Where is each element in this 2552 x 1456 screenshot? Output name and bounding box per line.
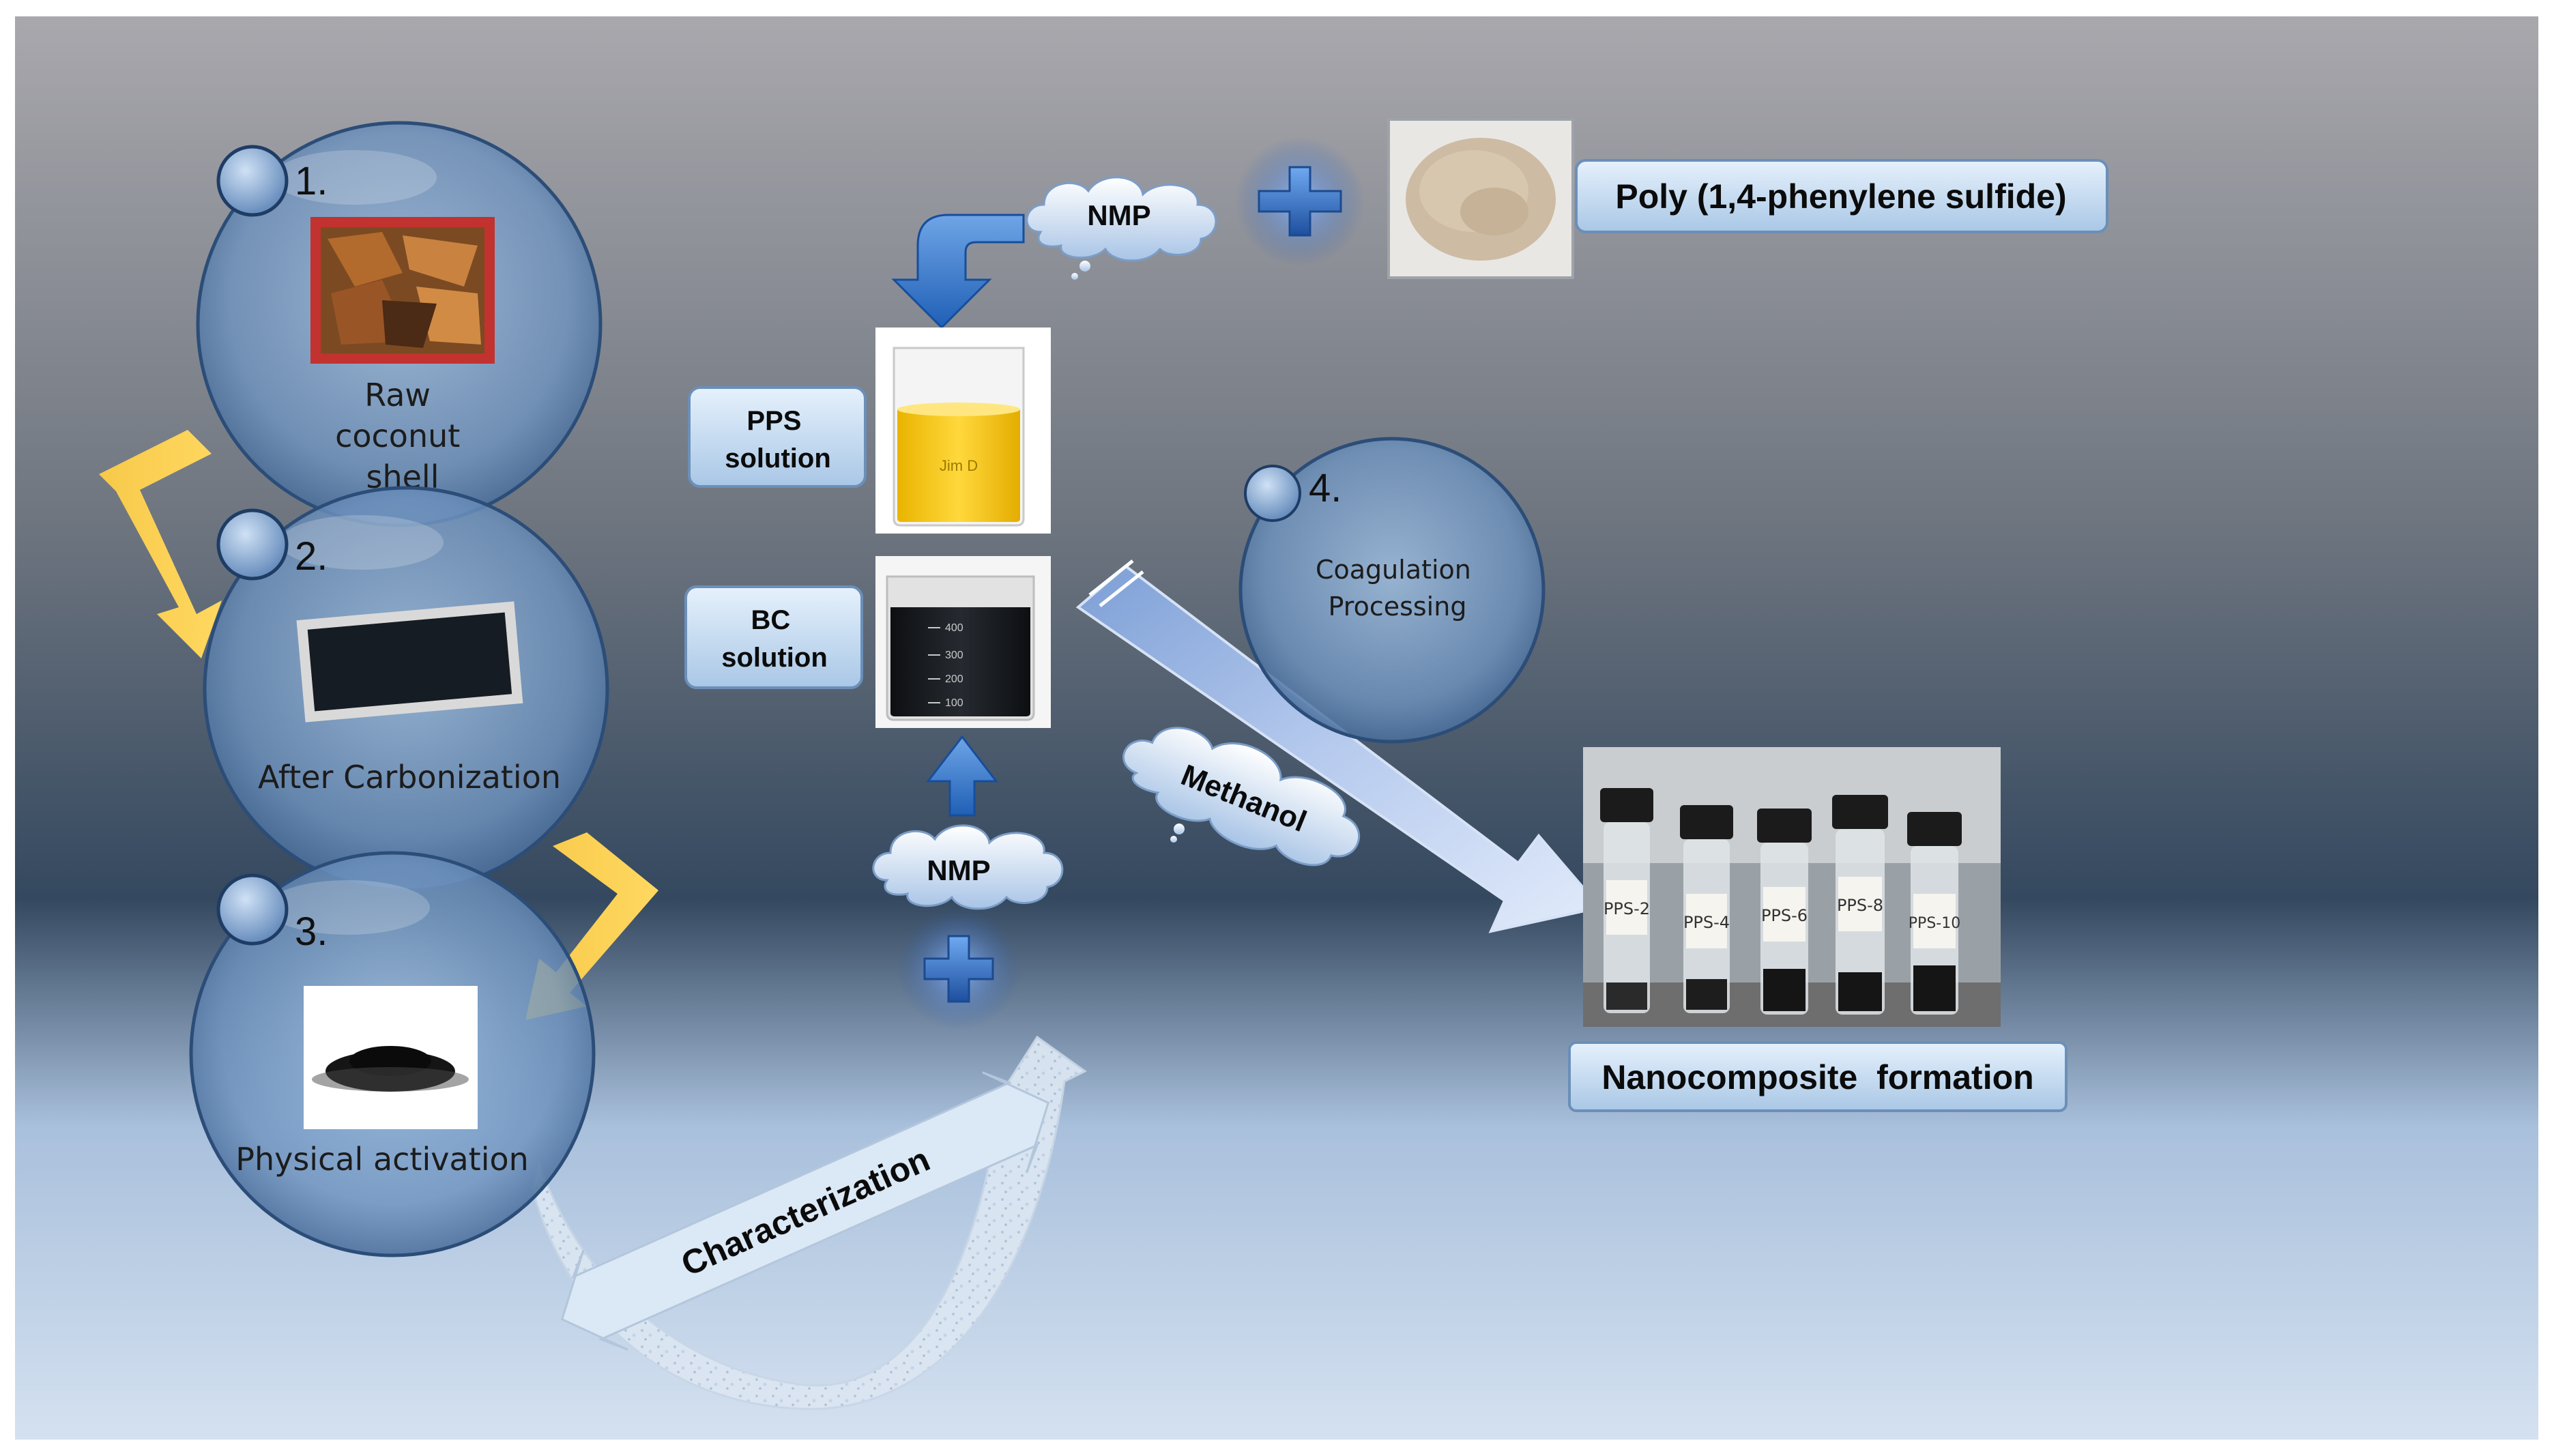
- plus-icon-bottom: [897, 907, 1020, 1030]
- pps-solution-beaker-photo: Jim D: [875, 327, 1051, 534]
- step-4-bubble: 4. Coagulation Processing: [1238, 437, 1546, 744]
- step-3-bubble: 3. Physical activation: [189, 851, 596, 1257]
- nmp-top-label: NMP: [1087, 199, 1150, 231]
- bc-beaker-mark-400: 400: [945, 622, 963, 634]
- polymer-name: Poly (1,4-phenylene sulfide): [1615, 177, 2066, 216]
- nanocomposite-box: Nanocomposite formation: [1568, 1041, 2068, 1112]
- vial-label-2: PPS-4: [1683, 913, 1730, 932]
- yellow-arrow-1-to-2: [99, 430, 222, 658]
- bc-beaker-mark-100: 100: [945, 697, 963, 709]
- step-1-number: 1.: [295, 159, 328, 203]
- step-2-number: 2.: [295, 534, 328, 579]
- carbonized-shell-photo: [296, 601, 523, 723]
- bc-beaker-mark-300: 300: [945, 650, 963, 661]
- pps-solution-box: PPS solution: [688, 386, 867, 488]
- step-2-bubble: 2. After Carbonization: [203, 486, 609, 892]
- bc-solution-beaker-photo: 400 300 200 100: [875, 556, 1051, 728]
- blue-elbow-arrow: [891, 214, 1025, 330]
- pps-beaker-brand: Jim D: [940, 457, 978, 474]
- step-3-number: 3.: [295, 909, 328, 954]
- bc-beaker-mark-200: 200: [945, 673, 963, 685]
- step-2-marker-bubble: [216, 508, 289, 581]
- step-4-number: 4.: [1309, 466, 1342, 510]
- pps-powder-photo: [1387, 118, 1574, 279]
- nmp-cloud-bottom: NMP: [872, 824, 1064, 910]
- polymer-name-box: Poly (1,4-phenylene sulfide): [1575, 159, 2108, 233]
- nanocomposite-vials-photo: PPS-2 PPS-4 PPS-6 PPS-8 PPS-10: [1583, 747, 2001, 1027]
- step-1-bubble: 1. Raw coconut shell: [196, 121, 603, 527]
- vial-label-4: PPS-8: [1837, 896, 1883, 915]
- blue-up-arrow: [925, 735, 999, 817]
- vial-label-1: PPS-2: [1604, 899, 1650, 918]
- step-2-label: After Carbonization: [258, 759, 561, 796]
- nmp-cloud-top: NMP: [1026, 176, 1217, 280]
- characterization-swoosh: [531, 1035, 1087, 1410]
- vial-label-5: PPS-10: [1909, 915, 1960, 932]
- step-3-marker-bubble: [216, 873, 289, 946]
- step-1-marker-bubble: [216, 145, 289, 217]
- bc-solution-box: BC solution: [684, 585, 863, 689]
- big-arrow-to-nanocomposite: [1075, 559, 1603, 933]
- plus-icon-top: [1235, 136, 1365, 266]
- step-4-marker-bubble: [1244, 465, 1301, 522]
- step-3-label: Physical activation: [235, 1141, 529, 1178]
- pps-solution-label: PPS solution: [725, 406, 831, 474]
- bc-solution-label: BC solution: [721, 605, 828, 673]
- raw-coconut-shell-photo: [310, 217, 495, 364]
- vial-label-3: PPS-6: [1761, 906, 1808, 925]
- nanocomposite-label: Nanocomposite formation: [1601, 1058, 2033, 1096]
- activated-carbon-photo: [304, 986, 478, 1129]
- step-4-label: Coagulation Processing: [1316, 555, 1479, 622]
- nmp-bottom-label: NMP: [927, 854, 990, 886]
